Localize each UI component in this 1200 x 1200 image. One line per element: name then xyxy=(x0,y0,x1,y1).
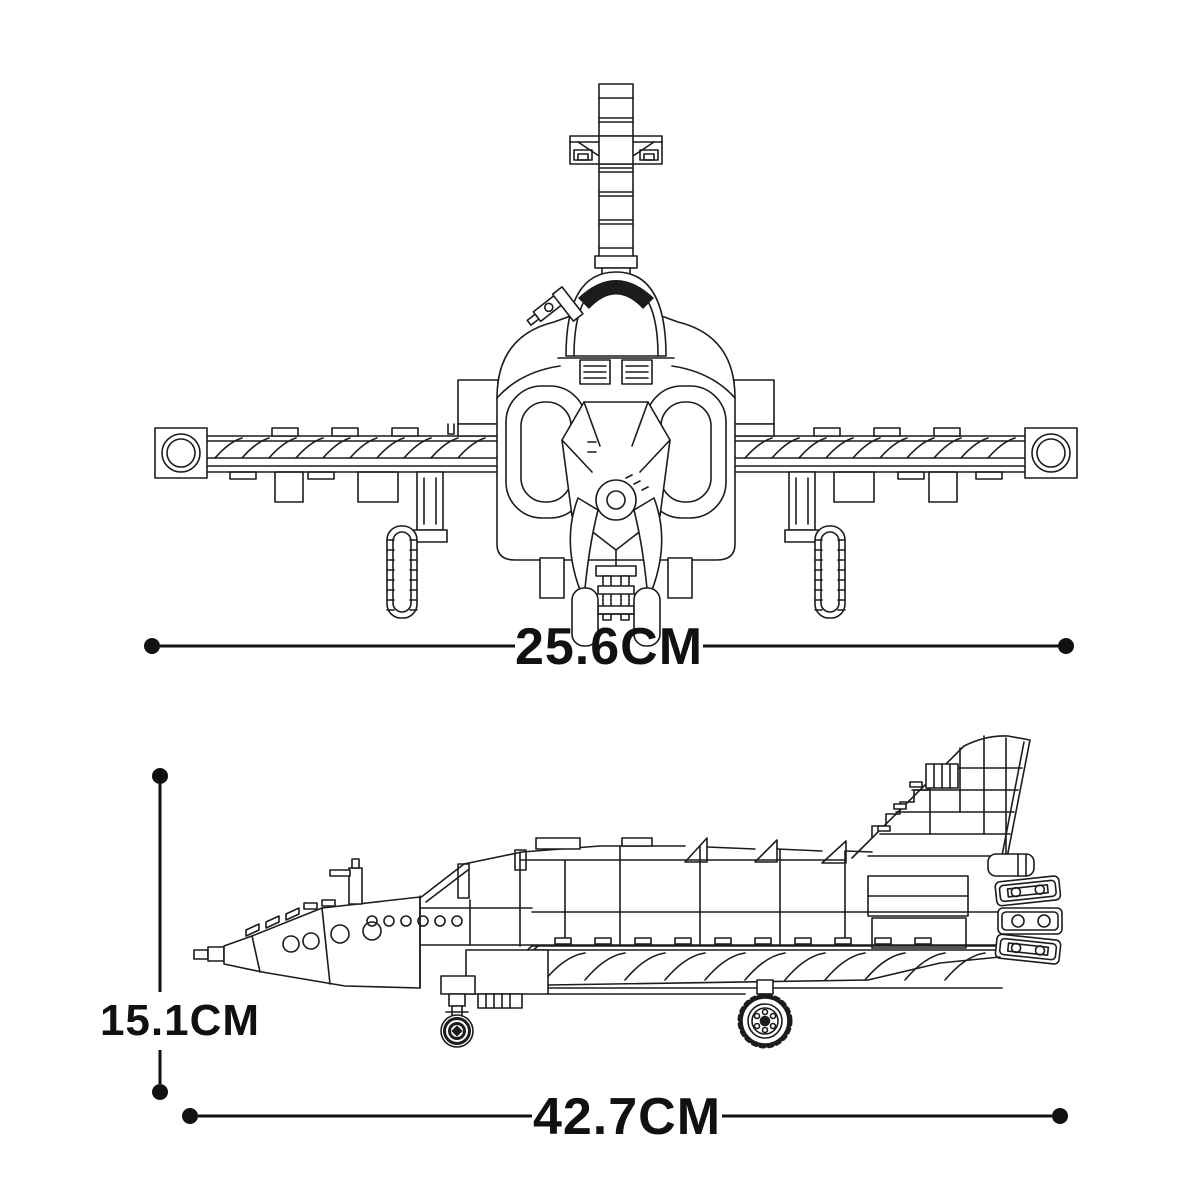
side-nose xyxy=(193,896,421,989)
front-wingtip-left xyxy=(154,427,208,479)
front-tailplane xyxy=(569,135,663,165)
side-belly xyxy=(440,949,1001,1009)
side-exhaust xyxy=(994,875,1063,965)
side-nose-gear xyxy=(440,993,474,1048)
side-tail-fin xyxy=(851,735,1031,869)
front-nose-gear xyxy=(569,497,663,647)
side-canopy-spine xyxy=(419,837,873,903)
side-fuselage xyxy=(366,845,1006,989)
front-pylons xyxy=(274,471,958,503)
length-dimension: 42.7CM xyxy=(182,1088,1068,1146)
length-label: 42.7CM xyxy=(533,1088,721,1146)
front-view-drawing xyxy=(154,83,1078,647)
front-pitot-probe xyxy=(526,286,584,326)
front-main-gear-left xyxy=(386,471,448,619)
front-wingtip-right xyxy=(1024,427,1078,479)
front-canopy xyxy=(557,271,675,385)
side-probe xyxy=(329,858,363,905)
height-dimension: 15.1CM xyxy=(100,768,260,1100)
height-label: 15.1CM xyxy=(100,996,260,1045)
side-main-gear xyxy=(737,979,793,1049)
front-main-gear-right xyxy=(784,471,846,619)
side-view-drawing xyxy=(193,735,1063,1049)
wingspan-label: 25.6CM xyxy=(515,618,703,676)
side-tail-boom xyxy=(867,853,1035,949)
front-tail-fin xyxy=(594,83,638,277)
side-wing xyxy=(487,937,1011,989)
wingspan-dimension: 25.6CM xyxy=(144,618,1074,676)
